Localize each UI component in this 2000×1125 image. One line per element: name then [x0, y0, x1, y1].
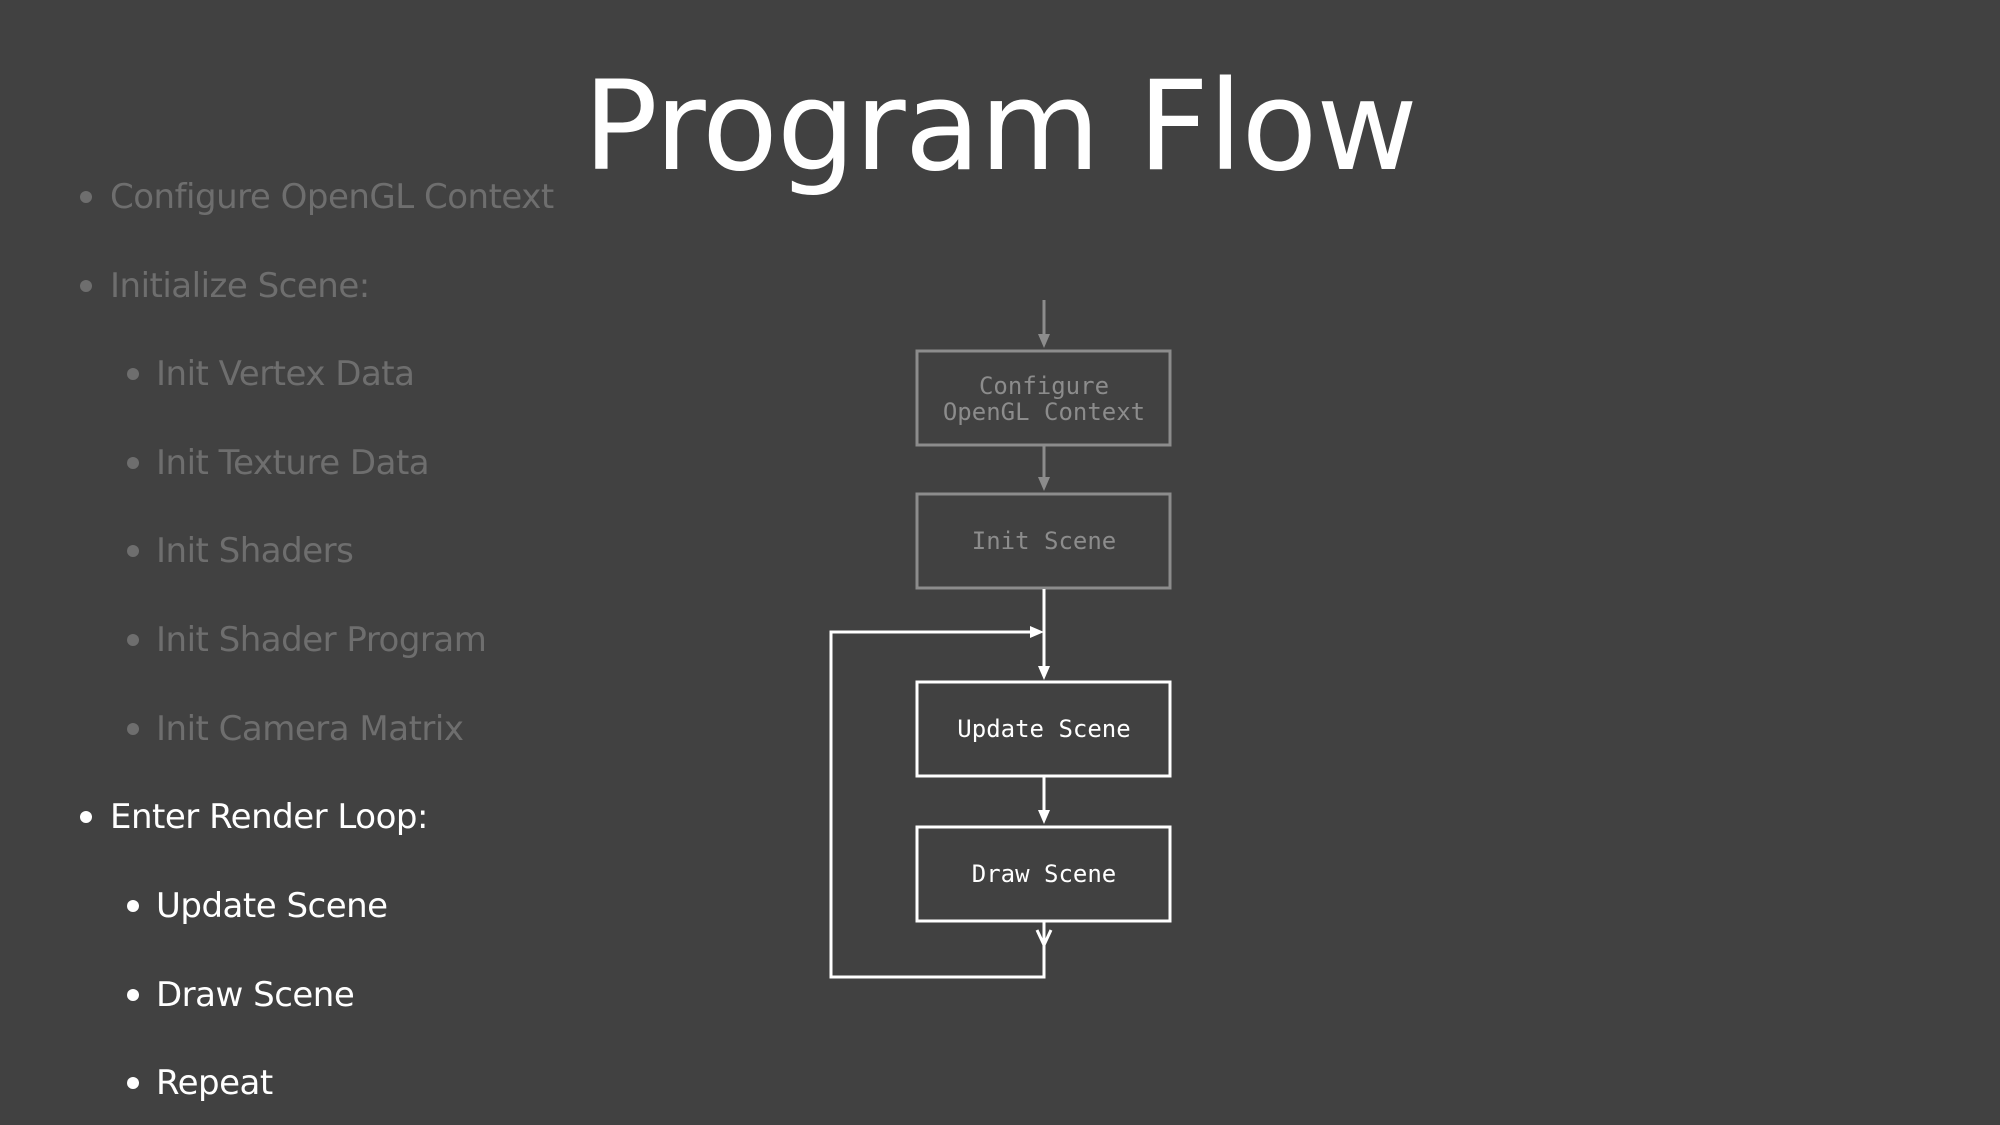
- bullet-list: Configure OpenGL Context Initialize Scen…: [0, 0, 700, 1125]
- bullet-repeat: Repeat: [127, 1063, 273, 1103]
- bullet-text: Enter Render Loop:: [110, 797, 428, 837]
- bullet-dot: [127, 368, 139, 380]
- bullet-dot: [80, 191, 92, 203]
- bullet-text: Init Vertex Data: [156, 354, 415, 394]
- bullet-draw-scene: Draw Scene: [127, 975, 355, 1015]
- arrow-update-to-draw: [1038, 777, 1050, 824]
- update-scene-label: Update Scene: [957, 715, 1130, 743]
- bullet-text: Configure OpenGL Context: [110, 177, 554, 217]
- bullet-dot: [80, 811, 92, 823]
- arrow-configure-to-init: [1038, 446, 1050, 491]
- draw-scene-node: Draw Scene: [915, 825, 1172, 923]
- bullet-text: Init Camera Matrix: [156, 709, 464, 749]
- bullet-init-texture-data: Init Texture Data: [127, 443, 430, 483]
- bullet-init-camera-matrix: Init Camera Matrix: [127, 709, 464, 749]
- arrow-init-to-update: [1038, 589, 1050, 680]
- bullet-text: Update Scene: [156, 886, 388, 926]
- bullet-init-shader-program: Init Shader Program: [127, 620, 487, 660]
- bullet-dot: [127, 989, 139, 1001]
- bullet-enter-render-loop: Enter Render Loop:: [80, 797, 428, 837]
- loop-back-arrow: [829, 626, 1053, 979]
- bullet-init-shaders: Init Shaders: [127, 531, 354, 571]
- update-scene-node: Update Scene: [915, 680, 1172, 778]
- bullet-dot: [127, 545, 139, 557]
- init-scene-label: Init Scene: [972, 527, 1117, 555]
- configure-node-line2: OpenGL Context: [943, 398, 1145, 426]
- bullet-initialize-scene: Initialize Scene:: [80, 266, 370, 306]
- entry-arrow: [1038, 300, 1050, 348]
- slide-title: Program Flow: [583, 55, 1418, 199]
- bullet-dot: [127, 900, 139, 912]
- configure-node-line1: Configure: [979, 372, 1109, 400]
- bullet-dot: [127, 723, 139, 735]
- init-scene-node: Init Scene: [915, 492, 1172, 590]
- bullet-init-vertex-data: Init Vertex Data: [127, 354, 415, 394]
- configure-context-node: Configure OpenGL Context: [915, 349, 1172, 447]
- draw-scene-label: Draw Scene: [972, 860, 1117, 888]
- bullet-dot: [127, 457, 139, 469]
- bullet-text: Draw Scene: [156, 975, 355, 1015]
- bullet-text: Init Shader Program: [156, 620, 487, 660]
- bullet-text: Repeat: [156, 1063, 273, 1103]
- bullet-dot: [127, 1077, 139, 1089]
- bullet-text: Initialize Scene:: [110, 266, 370, 306]
- bullet-text: Init Shaders: [156, 531, 354, 571]
- bullet-configure-opengl-context: Configure OpenGL Context: [80, 177, 554, 217]
- bullet-dot: [80, 280, 92, 292]
- bullet-text: Init Texture Data: [156, 443, 430, 483]
- bullet-dot: [127, 634, 139, 646]
- bullet-update-scene: Update Scene: [127, 886, 388, 926]
